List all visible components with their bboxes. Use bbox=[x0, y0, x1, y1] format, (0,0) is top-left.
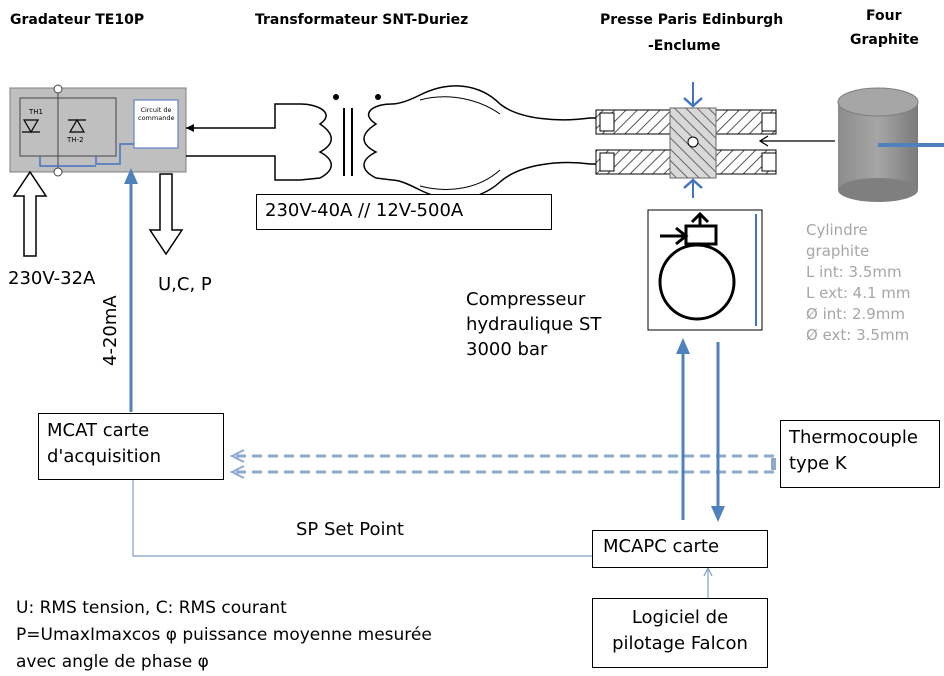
hollow-arrow-down bbox=[148, 173, 184, 256]
compressor-symbol bbox=[647, 209, 763, 331]
gradateur-device bbox=[9, 84, 187, 177]
compresseur-label: Compresseur hydraulique ST 3000 bar bbox=[466, 289, 602, 360]
legend: U: RMS tension, C: RMS courant P=UmaxIma… bbox=[16, 595, 432, 676]
logiciel-box: Logiciel de pilotage Falcon bbox=[592, 598, 768, 668]
compressor-arrows bbox=[676, 338, 725, 522]
th1-label: TH1 bbox=[29, 108, 43, 116]
hollow-arrow-up bbox=[12, 170, 48, 257]
transformer-rating: 230V-40A // 12V-500A bbox=[265, 200, 464, 221]
current-loop-label: 4-20mA bbox=[100, 295, 121, 366]
transformer-rating-box: 230V-40A // 12V-500A bbox=[256, 194, 552, 230]
primary-wires bbox=[186, 103, 300, 181]
thermocouple-links bbox=[229, 449, 778, 479]
th2-label: TH-2 bbox=[67, 136, 84, 144]
legend-line2: P=UmaxImaxcos φ puissance moyenne mesuré… bbox=[16, 625, 432, 645]
outputs-label: U,C, P bbox=[158, 274, 212, 295]
mcapc-box: MCAPC carte bbox=[592, 530, 768, 568]
logiciel-line2: pilotage Falcon bbox=[612, 633, 748, 654]
transformer-symbol bbox=[299, 94, 393, 181]
cylindre-specs: Cylindre graphite L int: 3.5mm L ext: 4.… bbox=[806, 221, 911, 344]
transformateur-title: Transformateur SNT-Duriez bbox=[255, 12, 469, 28]
mcat-line2: d'acquisition bbox=[47, 446, 161, 467]
current-loop-line bbox=[124, 168, 138, 412]
logiciel-arrow bbox=[703, 566, 713, 598]
graphite-cylinder bbox=[837, 87, 944, 202]
set-point-line bbox=[132, 478, 592, 557]
presse-title-line1: Presse Paris Edinburgh bbox=[600, 12, 784, 28]
mcat-line1: MCAT carte bbox=[47, 420, 150, 441]
logiciel-line1: Logiciel de bbox=[631, 607, 729, 628]
legend-line1: U: RMS tension, C: RMS courant bbox=[16, 598, 287, 618]
four-title-line1: Four bbox=[866, 8, 902, 24]
circuit-commande-label: Circuit de commande bbox=[138, 106, 175, 122]
thermocouple-box: Thermocouple type K bbox=[780, 420, 940, 488]
four-title-line2: Graphite bbox=[850, 32, 919, 48]
press-anvil bbox=[595, 82, 835, 198]
secondary-loops bbox=[391, 85, 600, 200]
mcat-box: MCAT carte d'acquisition bbox=[38, 413, 224, 480]
set-point-label: SP Set Point bbox=[296, 519, 404, 540]
mcapc-label: MCAPC carte bbox=[603, 536, 720, 557]
legend-line3: avec angle de phase φ bbox=[16, 652, 209, 672]
thermocouple-line2: type K bbox=[789, 453, 847, 474]
power-in-label: 230V-32A bbox=[8, 268, 96, 289]
gradateur-title: Gradateur TE10P bbox=[10, 12, 145, 28]
presse-title-line2: -Enclume bbox=[648, 38, 721, 54]
thermocouple-line1: Thermocouple bbox=[789, 427, 918, 448]
